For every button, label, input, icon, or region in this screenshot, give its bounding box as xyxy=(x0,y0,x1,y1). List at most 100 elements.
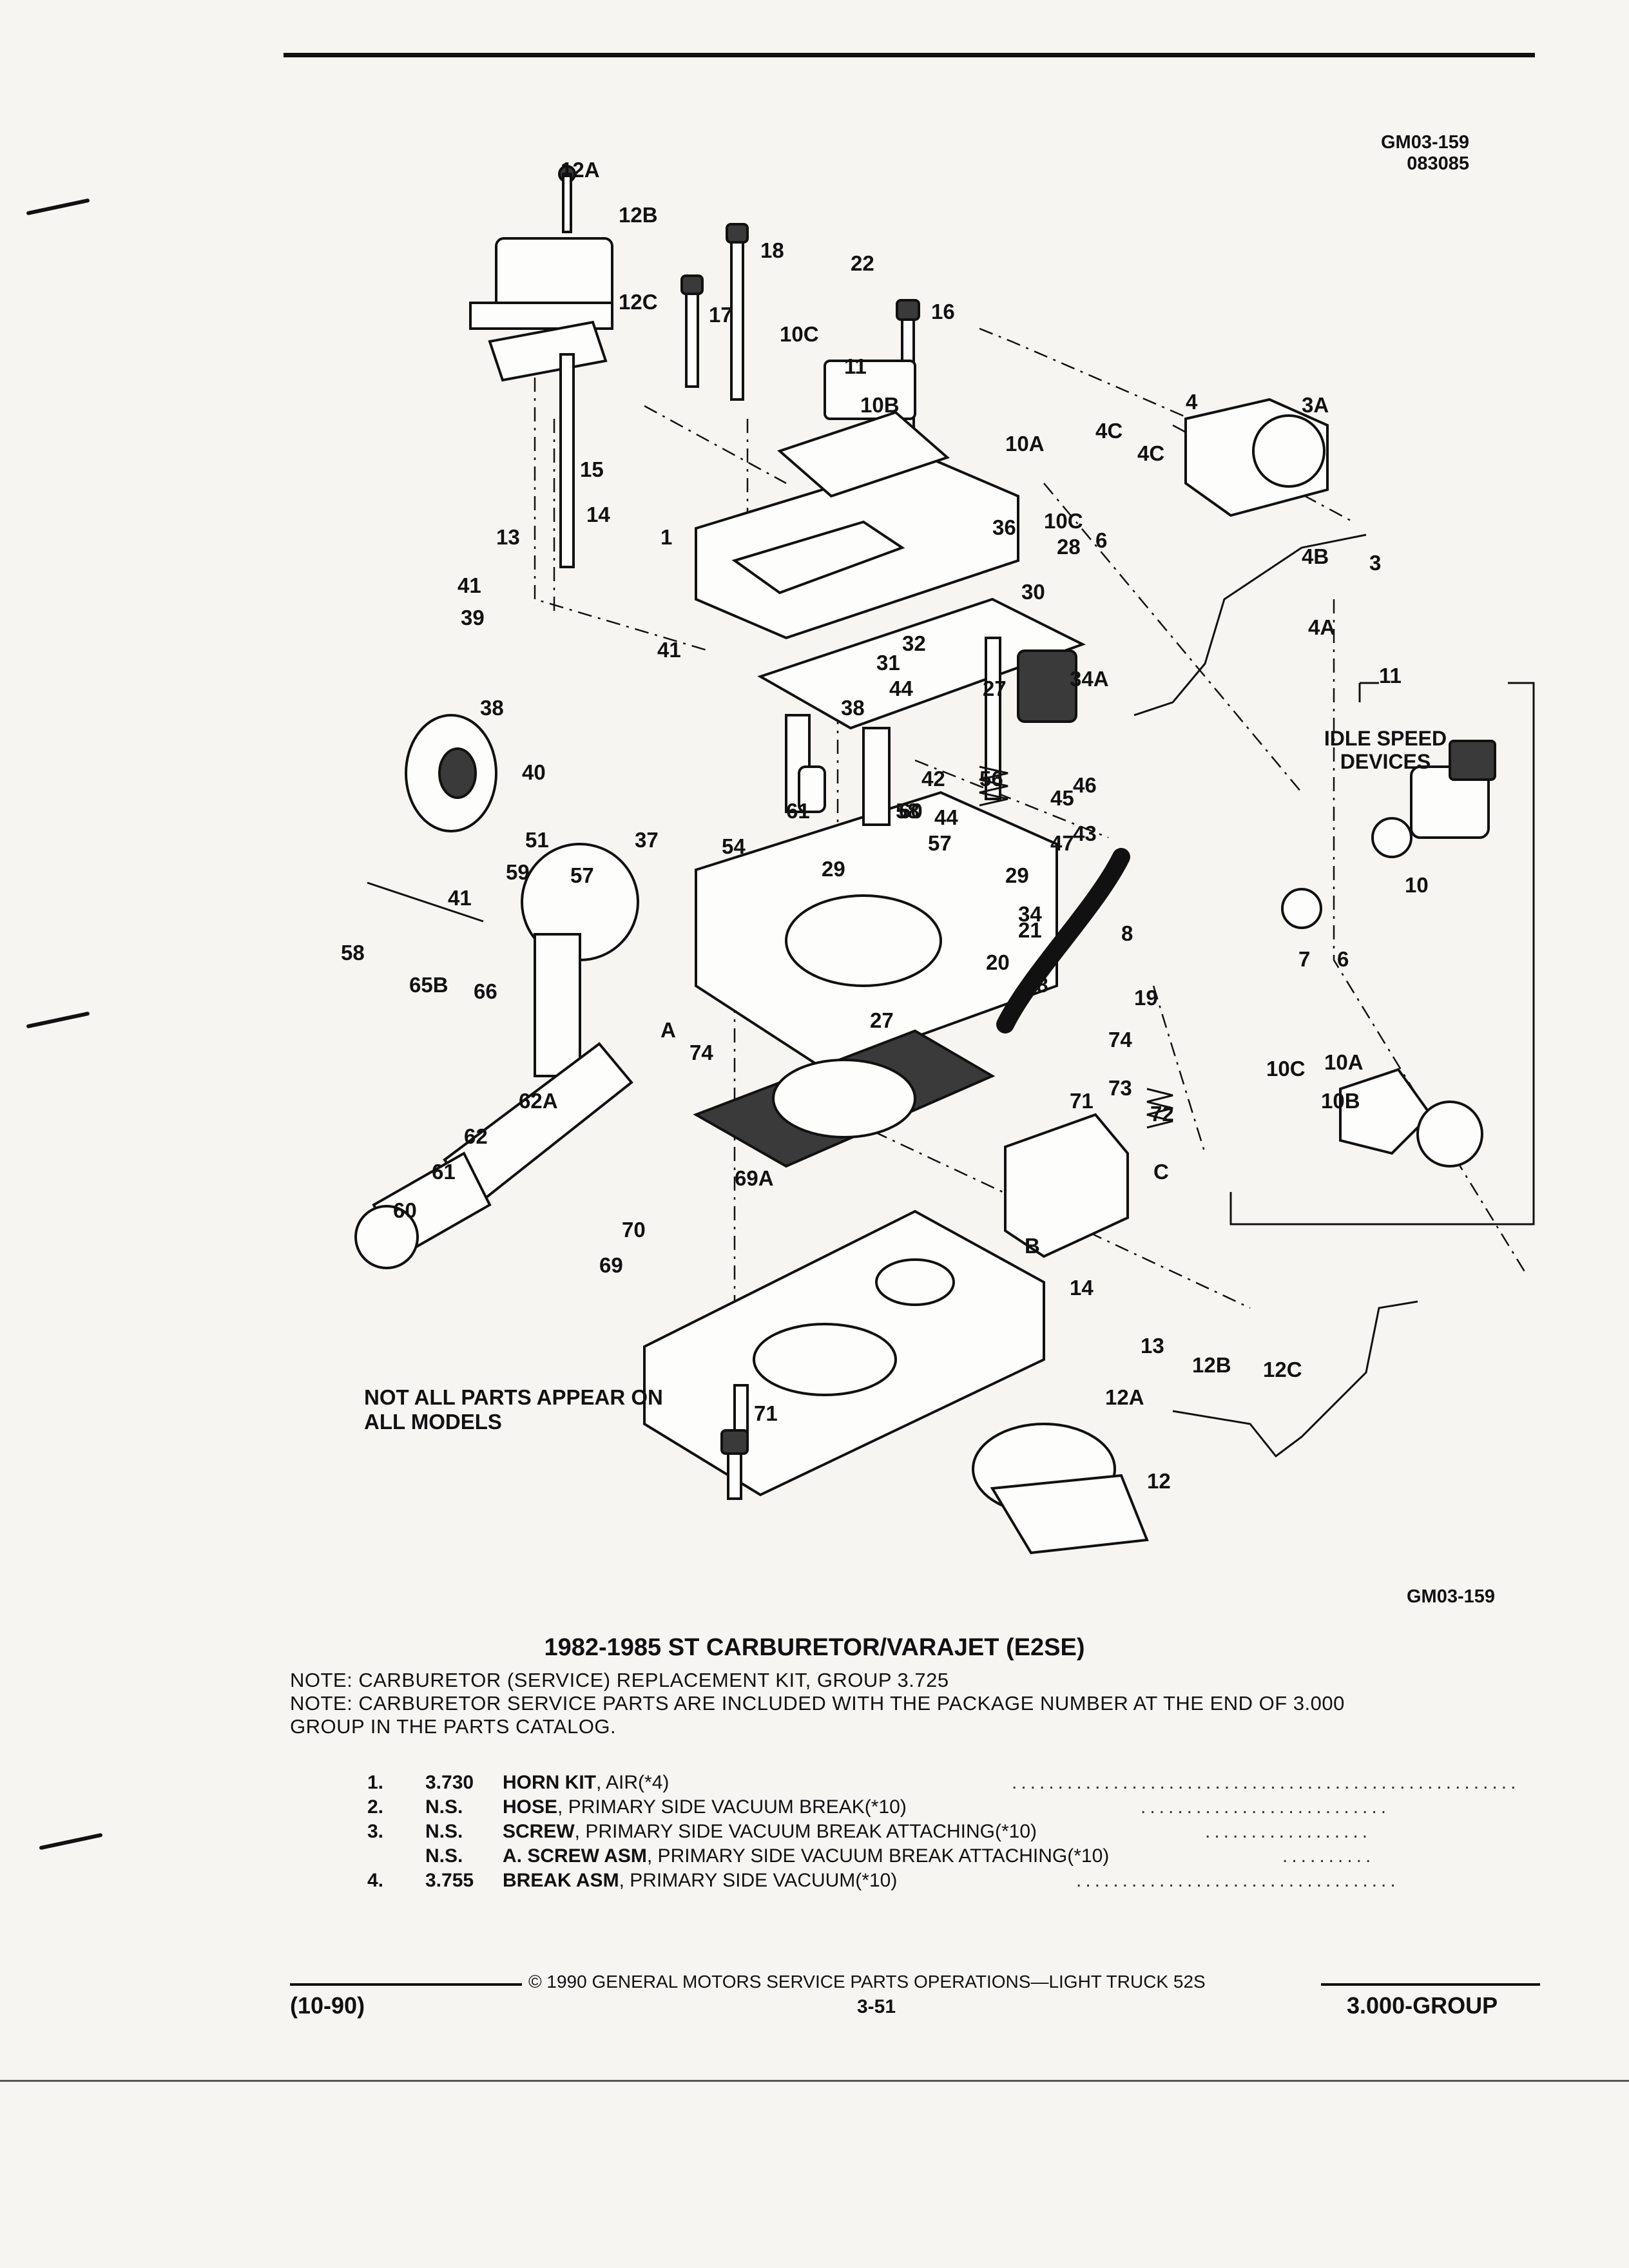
callout-label: 44 xyxy=(889,677,913,700)
scan-mark xyxy=(26,1011,90,1029)
callout-label: 10C xyxy=(1266,1057,1306,1081)
callout-label: 7 xyxy=(1298,947,1310,971)
callout-label: 3 xyxy=(1369,551,1381,575)
note-kit: NOTE: CARBURETOR (SERVICE) REPLACEMENT K… xyxy=(290,1669,949,1691)
section-title: 1982-1985 ST CARBURETOR/VARAJET (E2SE) xyxy=(544,1634,1085,1661)
vacuum-hose xyxy=(996,848,1130,1033)
page-number: 3-51 xyxy=(857,1996,896,2017)
callout-label: 10B xyxy=(1321,1089,1360,1113)
callout-label: 57 xyxy=(570,863,594,887)
callout-label: 41 xyxy=(657,638,681,662)
vacuum-break-12 xyxy=(972,1300,1418,1555)
list-item: 2.N.S.HOSE, PRIMARY SIDE VACUUM BREAK(*1… xyxy=(367,1796,1386,1821)
float-bowl xyxy=(695,714,1058,1072)
callout-label: 12B xyxy=(1192,1353,1231,1377)
callout-label: 70 xyxy=(622,1218,646,1242)
callout-labels: 12A 12B 12C 17 18 22 10C 16 11 10B 15 14… xyxy=(341,158,1429,1493)
part-name: HOSE xyxy=(503,1796,558,1818)
bottom-edge-line xyxy=(0,2080,1629,2082)
callout-label: 60 xyxy=(393,1198,417,1222)
callout-label: 30 xyxy=(1021,580,1045,604)
callout-label: 13 xyxy=(1141,1334,1164,1358)
air-horn-gasket xyxy=(757,597,1086,730)
callout-label: 41 xyxy=(448,886,472,910)
part-name: HORN KIT xyxy=(503,1772,596,1793)
callout-label: 45 xyxy=(1050,786,1074,810)
callout-label: 12C xyxy=(1263,1358,1302,1381)
callout-label: 44 xyxy=(934,805,958,829)
callout-label: 16 xyxy=(931,300,955,323)
callout-label: 13 xyxy=(496,525,520,549)
callout-label: 40 xyxy=(522,760,546,784)
part-number: 2. xyxy=(367,1796,384,1818)
callout-label: 12B xyxy=(619,203,658,227)
callout-label: 14 xyxy=(1070,1276,1094,1300)
callout-label: 11 xyxy=(844,354,867,378)
diagram-note: NOT ALL PARTS APPEAR ON ALL MODELS xyxy=(364,1385,663,1434)
idle-speed-devices-box xyxy=(1229,682,1535,1225)
scan-mark xyxy=(26,198,90,216)
leader-dots: ........................................… xyxy=(1012,1772,1520,1793)
air-horn xyxy=(695,360,1019,640)
callout-label: 14 xyxy=(586,503,610,526)
callout-label: 73 xyxy=(1108,1076,1132,1100)
top-rule xyxy=(284,53,1535,57)
part-number: 3. xyxy=(367,1821,384,1842)
choke-cover xyxy=(405,714,497,832)
callout-label: 46 xyxy=(1073,773,1097,797)
part-code: N.S. xyxy=(425,1845,463,1867)
throttle-body-bolt xyxy=(720,1429,749,1500)
callout-label: 4A xyxy=(1308,615,1335,639)
fuel-inlet-assembly xyxy=(354,1042,633,1269)
callout-label: 57 xyxy=(928,831,952,855)
callout-label: 10C xyxy=(1044,509,1083,533)
callout-label: 12 xyxy=(1147,1469,1171,1493)
assembly-lines xyxy=(534,327,1528,1405)
leader-dots: .......... xyxy=(1282,1845,1375,1867)
callout-label: 4 xyxy=(1186,390,1198,414)
part-description: , AIR(*4) xyxy=(596,1772,670,1793)
callout-label: 6 xyxy=(1095,528,1107,552)
callout-label: 41 xyxy=(458,573,481,597)
group-label: 3.000-GROUP xyxy=(1347,1992,1498,2019)
leader-dots: ................................... xyxy=(1076,1870,1400,1891)
figure-reference: GM03-159 083085 xyxy=(1340,132,1469,175)
vacuum-break-secondary xyxy=(1004,1088,1173,1258)
callout-label: 28 xyxy=(1057,535,1081,559)
callout-label: 19 xyxy=(1134,986,1158,1010)
vacuum-break-primary xyxy=(1133,398,1367,716)
callout-label: 61 xyxy=(432,1160,456,1184)
callout-label: 51 xyxy=(525,828,549,852)
callout-label: 10B xyxy=(860,393,900,417)
exploded-parts-diagram: 12A 12B 12C 17 18 22 10C 16 11 10B 15 14… xyxy=(341,158,1535,1555)
throttle-body-gasket xyxy=(693,1029,996,1168)
callout-label: 56 xyxy=(979,767,1003,791)
part-code: 3.755 xyxy=(425,1870,474,1891)
callout-label: 34 xyxy=(1018,902,1042,926)
callout-label: 12A xyxy=(1105,1385,1144,1409)
part-number: 4. xyxy=(367,1870,384,1891)
callout-label: 18 xyxy=(760,238,784,262)
callout-label: 38 xyxy=(480,696,504,720)
callout-label: 71 xyxy=(1070,1089,1094,1113)
callout-label: A xyxy=(660,1018,676,1042)
part-name: BREAK ASM xyxy=(503,1870,619,1891)
footer-rule-right xyxy=(1321,1983,1540,1986)
actuator-assembly xyxy=(469,165,613,568)
callout-label: C xyxy=(1153,1160,1169,1184)
list-item: 3.N.S.SCREW, PRIMARY SIDE VACUUM BREAK A… xyxy=(367,1821,1367,1845)
callout-label: 34A xyxy=(1070,667,1109,691)
note-service-parts-cont: GROUP IN THE PARTS CATALOG. xyxy=(290,1715,617,1738)
callout-label: 38 xyxy=(841,696,865,720)
part-code: N.S. xyxy=(425,1821,463,1842)
callout-label: 60 xyxy=(899,799,923,823)
callout-label: 42 xyxy=(921,767,945,791)
idle-speed-devices-title: IDLE SPEED DEVICES xyxy=(1324,727,1447,773)
callout-label: 43 xyxy=(1073,822,1097,845)
callout-label: B xyxy=(1025,1234,1040,1258)
part-description: , PRIMARY SIDE VACUUM BREAK ATTACHING(*1… xyxy=(646,1845,1110,1867)
callout-label: 66 xyxy=(474,979,497,1003)
part-code: N.S. xyxy=(425,1796,463,1818)
